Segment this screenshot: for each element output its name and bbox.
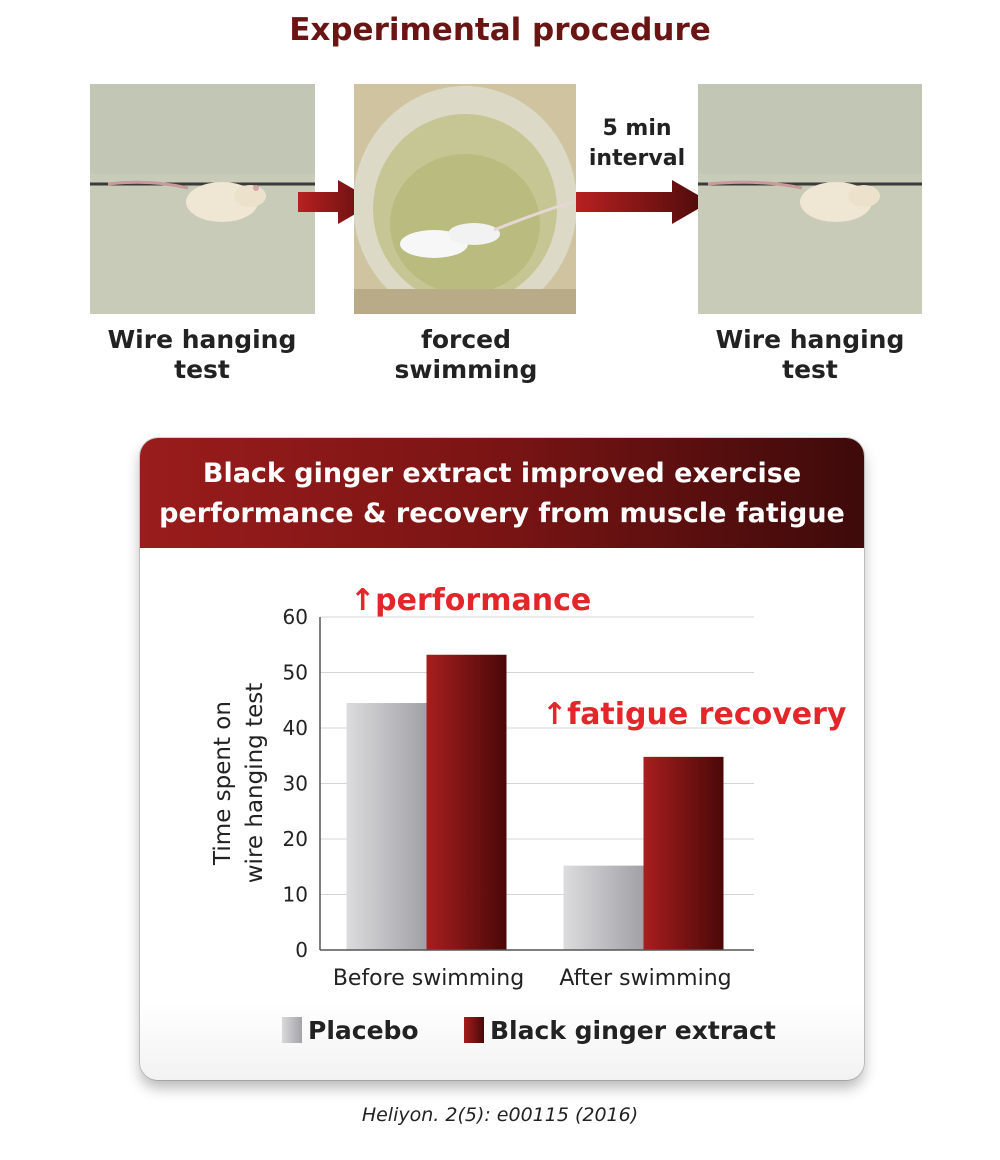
wire-hanging-photo-2: [698, 84, 922, 314]
x-tick-label: After swimming: [559, 966, 731, 991]
wire-hanging-photo-1: [90, 84, 315, 314]
x-tick-label: Before swimming: [333, 966, 524, 991]
panel-heading-line-2: performance & recovery from muscle fatig…: [159, 498, 845, 529]
arrow-right-icon: [576, 180, 710, 224]
panel-heading-line-1: Black ginger extract improved exercise: [202, 458, 802, 489]
legend-swatch-black-ginger: [464, 1017, 484, 1043]
caption-line: test: [174, 355, 230, 384]
caption-line: Wire hanging: [715, 325, 905, 354]
legend-label-placebo: Placebo: [308, 1015, 419, 1045]
caption-line: forced: [420, 325, 512, 354]
y-axis-title-line: Time spent on: [210, 701, 236, 866]
legend-label-black-ginger: Black ginger extract: [490, 1015, 776, 1045]
citation: Heliyon. 2(5): e00115 (2016): [361, 1104, 639, 1126]
y-tick-label: 0: [295, 938, 308, 962]
forced-swimming-photo: [354, 84, 576, 314]
legend-swatch-placebo: [282, 1017, 302, 1043]
caption-line: test: [782, 355, 838, 384]
interval-line-1: 5 min: [602, 116, 672, 141]
legend-item-black-ginger: Black ginger extract: [464, 1015, 776, 1045]
panel-heading: Black ginger extract improved exercise p…: [140, 438, 864, 548]
y-tick-label: 40: [283, 716, 308, 740]
y-tick-label: 20: [283, 827, 308, 851]
y-tick-label: 60: [283, 605, 308, 629]
performance-annotation: ↑performance: [350, 583, 592, 618]
y-axis-title-line: wire hanging test: [242, 683, 268, 884]
bar-placebo-after-swimming: [563, 865, 644, 950]
interval-line-2: interval: [588, 146, 686, 171]
caption-line: swimming: [394, 355, 538, 384]
bar-placebo-before-swimming: [346, 703, 427, 950]
interval-label: 5 min interval: [578, 114, 696, 174]
bar-black-ginger-extract-after-swimming: [643, 756, 724, 950]
y-tick-label: 50: [283, 661, 308, 685]
fatigue-recovery-annotation: ↑fatigue recovery: [542, 697, 847, 732]
bar-black-ginger-extract-before-swimming: [426, 654, 507, 950]
y-tick-label: 30: [283, 772, 308, 796]
caption-wire-hanging-test-1: Wire hanging test: [82, 325, 322, 385]
caption-forced-swimming: forced swimming: [346, 325, 586, 385]
caption-wire-hanging-test-2: Wire hanging test: [690, 325, 930, 385]
legend-item-placebo: Placebo: [282, 1015, 419, 1045]
caption-line: Wire hanging: [107, 325, 297, 354]
y-tick-label: 10: [283, 883, 308, 907]
page-title: Experimental procedure: [289, 12, 711, 48]
